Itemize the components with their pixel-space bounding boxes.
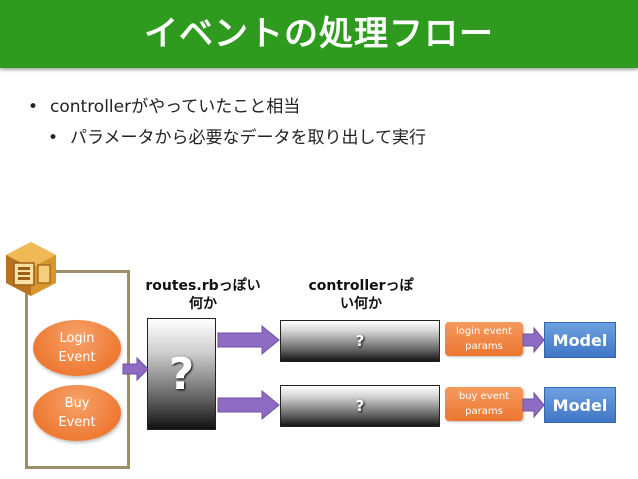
buy-params-label: buy event params [458, 391, 510, 417]
bullet-item-2: • パラメータから必要なデータを取り出して実行 [48, 123, 426, 148]
buy-event-params: buy event params [445, 387, 523, 421]
controller-label: controllerっぽ い何か [308, 278, 414, 313]
arrow-icon [217, 389, 280, 421]
router-box: ? [147, 318, 216, 430]
login-event-label: Login Event [58, 330, 96, 366]
arrow-icon [122, 356, 149, 382]
controller-box-buy: ? [280, 385, 440, 427]
bullet-marker: • [28, 97, 39, 117]
slide-title: イベントの処理フロー [144, 14, 494, 54]
model-box-buy: Model [544, 387, 616, 423]
login-event: Login Event [33, 320, 121, 376]
buy-event-label: Buy Event [58, 395, 96, 431]
bullet-marker: • [48, 128, 59, 148]
title-bar [0, 0, 638, 68]
arrow-icon [522, 326, 545, 354]
login-params-label: login event params [455, 326, 513, 352]
bullet-item-1: • controllerがやっていたこと相当 [28, 92, 300, 117]
bullet-text-2: パラメータから必要なデータを取り出して実行 [70, 128, 426, 148]
routes-label: routes.rbっぽい 何か [145, 278, 261, 313]
arrow-icon [217, 324, 280, 356]
buy-event: Buy Event [33, 385, 121, 441]
model-box-login: Model [544, 322, 616, 358]
login-event-params: login event params [445, 322, 523, 356]
amazon-sqs-icon [6, 242, 56, 296]
arrow-icon [522, 391, 545, 419]
controller-box-login: ? [280, 320, 440, 362]
bullet-text-1: controllerがやっていたこと相当 [50, 97, 301, 117]
